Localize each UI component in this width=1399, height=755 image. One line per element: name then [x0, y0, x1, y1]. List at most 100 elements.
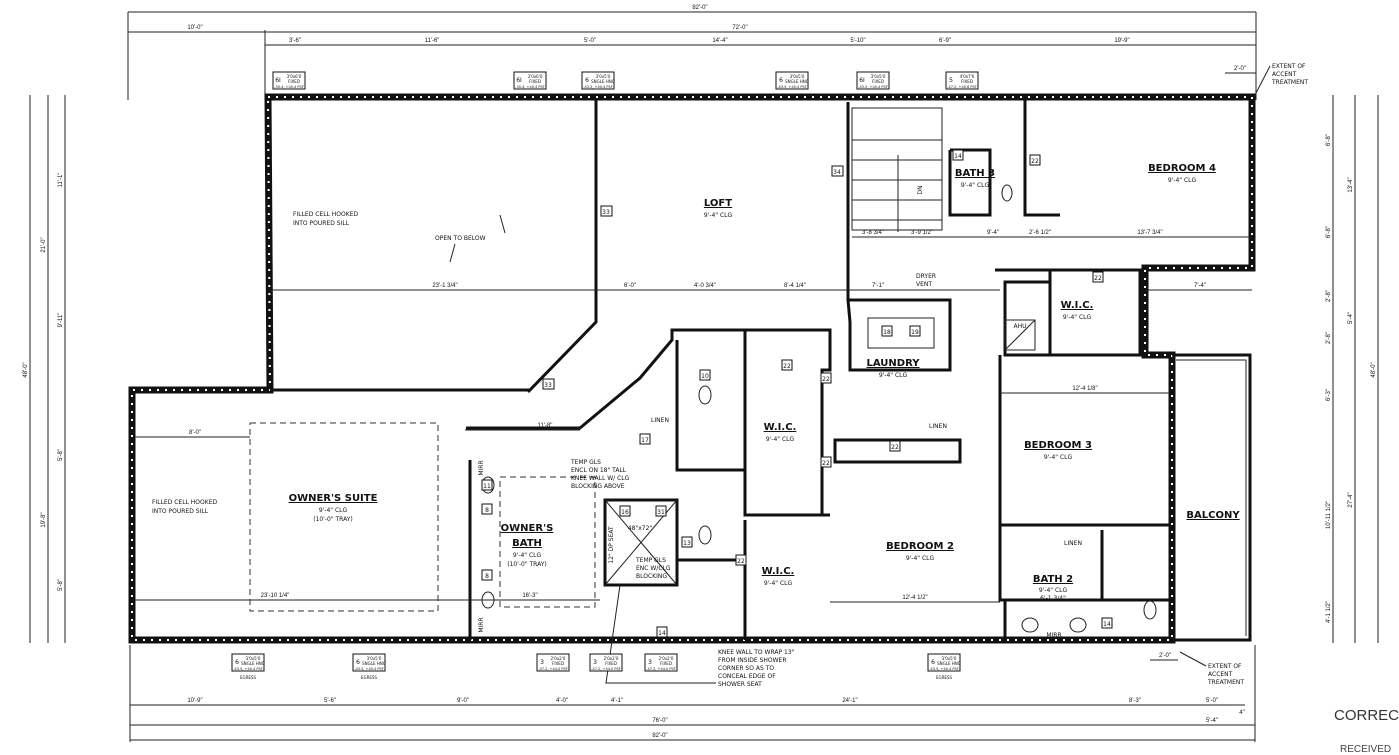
window-type: FIXED	[552, 661, 564, 666]
tag-number: 31	[657, 509, 665, 516]
window-num: 6	[779, 77, 783, 84]
note-temp-gls: BLOCKING ABOVE	[571, 483, 625, 490]
room-name: BEDROOM 2	[886, 541, 954, 552]
tag-number: 22	[783, 363, 791, 370]
room-ceiling: 9'-4" CLG	[906, 555, 935, 562]
loft-edge	[526, 100, 598, 394]
interior-walls	[270, 100, 1170, 640]
window-psf: -30.4, +40.4 PSF	[274, 85, 303, 89]
top-dimensions: 82'-0" 10'-0" 72'-0" 3'-6" 11'-6" 5'-0" …	[127, 5, 1257, 100]
window-type: FIXED	[529, 79, 541, 84]
note-knee-wall: FROM INSIDE SHOWER	[718, 657, 787, 664]
window-psf: -47.2, +40.6 PSF	[947, 85, 976, 89]
dim-bottom-seg: 5'-0"	[1206, 698, 1218, 704]
window-num: 6I	[516, 77, 522, 84]
tag-number: 22	[1094, 275, 1102, 282]
window-size: 3'0x6'0	[287, 74, 302, 79]
window-size: 4'0x7'6	[960, 74, 975, 79]
dim-bottom-seg: 24'-1"	[842, 698, 857, 704]
tag: 22	[820, 372, 832, 384]
note-accent-top: ACCENT	[1272, 71, 1297, 78]
dim-top-left: 10'-0"	[187, 25, 202, 31]
note-filled-cell: FILLED CELL HOOKED	[152, 499, 217, 506]
dim-interior: 8'-0"	[189, 430, 201, 436]
tag: 22	[781, 359, 793, 371]
note-dryer-vent: VENT	[916, 281, 932, 288]
room-name: BALCONY	[1186, 510, 1240, 521]
window-size: 3'0x5'0	[790, 74, 805, 79]
tag: 31	[655, 505, 667, 517]
window-num: 3	[648, 659, 652, 666]
interior-dimensions: 23'-1 3/4" 6'-0" 4'-0 3/4" 8'-4 1/4" 7'-…	[135, 230, 1252, 603]
tag-number: 34	[833, 169, 841, 176]
window-type: FIXED	[872, 79, 884, 84]
tag: 16	[619, 505, 631, 517]
dim-interior: 9'-4"	[987, 230, 999, 236]
tag-number: 33	[602, 209, 610, 216]
dim-right: 13'-4"	[1348, 177, 1354, 192]
dim-right: 27'-4"	[1348, 492, 1354, 507]
room-name: W.I.C.	[1061, 300, 1094, 311]
dim-top-right: 72'-0"	[732, 25, 747, 31]
bottom-dimensions: 10'-9" 5'-6" 9'-0" 4'-0" 4'-1" 24'-1" 8'…	[129, 645, 1256, 742]
window-num: 3	[593, 659, 597, 666]
dim-bottom-mid-right: 5'-4"	[1206, 718, 1218, 724]
room-name: W.I.C.	[764, 422, 797, 433]
dim-top-seg: 11'-6"	[425, 38, 440, 44]
tag-number: 10	[701, 373, 709, 380]
dim-right: 2'-8"	[1326, 332, 1332, 344]
room-wic-1: W.I.C.9'-4" CLG	[764, 422, 797, 443]
window-size: 3'0x5'0	[246, 656, 261, 661]
tag-number: 16	[621, 509, 629, 516]
dim-right: 6'-8"	[1326, 134, 1332, 146]
linen-label: LINEN	[1064, 540, 1082, 547]
tag-number: 14	[954, 153, 962, 160]
tag: 8	[481, 569, 493, 581]
dim-top-seg: 5'-0"	[584, 38, 596, 44]
dim-top-seg: 5'-10"	[850, 38, 865, 44]
note-filled-cell: INTO POURED SILL	[293, 220, 350, 227]
window-type: SNGLE HNG	[591, 79, 615, 84]
window-psf: -43.5, +40.4 PSF	[354, 667, 383, 671]
note-temp-gls: TEMP GLS	[635, 557, 666, 564]
dim-bottom-small: 4"	[1239, 710, 1244, 716]
window-type: SNGLE HNG	[362, 661, 386, 666]
dim-accent-top: 2'-0"	[1234, 66, 1246, 72]
window-psf: -47.2, +44.0 PSF	[538, 667, 567, 671]
room-ceiling: 9'-4" CLG	[961, 182, 990, 189]
room-bedroom-3: BEDROOM 39'-4" CLG	[1024, 440, 1092, 461]
tag: 33	[600, 205, 613, 217]
tag: 22	[1029, 154, 1041, 166]
mirror-label: MIRR	[478, 460, 485, 475]
dim-interior: 13'-7 3/4"	[1137, 230, 1162, 236]
tag-number: 22	[891, 444, 899, 451]
tag: 13	[681, 536, 693, 548]
room-name: OWNER'S SUITE	[289, 493, 378, 504]
note-temp-gls: ENCL ON 18" TALL	[571, 467, 627, 474]
dim-interior: 4'-0 3/4"	[694, 283, 716, 289]
shower-seat: 12" DP SEAT	[608, 526, 615, 564]
note-temp-gls: KNEE WALL W/ CLG	[571, 475, 630, 482]
tag-number: 19	[911, 329, 919, 336]
room-name: W.I.C.	[762, 566, 795, 577]
stairs: DN	[851, 107, 943, 232]
room-name: LAUNDRY	[867, 358, 921, 369]
room-ceiling: 9'-4" CLG	[1168, 177, 1197, 184]
dim-interior: 2'-6 1/2"	[1029, 230, 1051, 236]
tag: 33	[542, 378, 555, 390]
dim-interior: 7'-1"	[872, 283, 884, 289]
egress-label: EGRESS	[240, 675, 256, 680]
dim-right: 10'-11 1/2"	[1326, 501, 1332, 529]
dim-overall-top: 82'-0"	[692, 5, 707, 11]
window-num: 6	[235, 659, 239, 666]
window-num: 6	[585, 77, 589, 84]
window-type: FIXED	[605, 661, 617, 666]
linen-label: LINEN	[929, 423, 947, 430]
window-psf: -43.5, +40.4 PSF	[583, 85, 612, 89]
window-psf: -43.5, +40.4 PSF	[929, 667, 958, 671]
